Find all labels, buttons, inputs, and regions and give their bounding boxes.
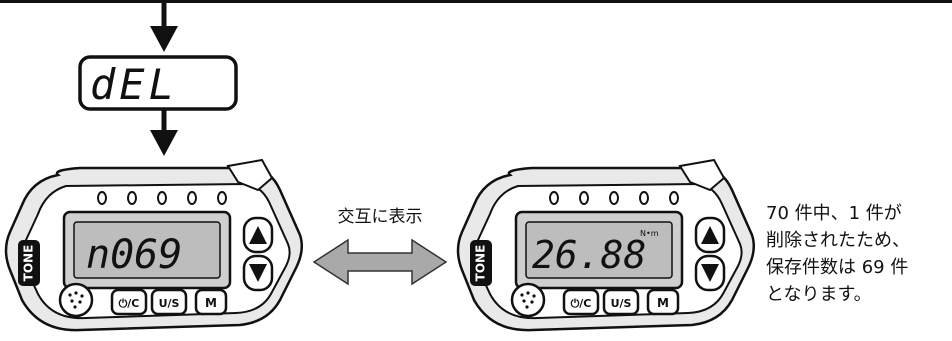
- alternate-display-label: 交互に表示: [338, 207, 423, 227]
- lcd-screen: n069: [62, 210, 232, 290]
- down-button[interactable]: [694, 254, 726, 292]
- double-arrow-icon: [312, 238, 448, 286]
- mode-label: M: [205, 296, 217, 310]
- unit-select-label: U/S: [159, 297, 180, 310]
- flow-arrow-top: [150, 0, 178, 52]
- lcd-readout: 26.88: [532, 233, 646, 277]
- brand-label: TONE: [22, 245, 36, 282]
- del-display-text: dEL: [90, 60, 178, 109]
- triangle-up-icon: [249, 226, 267, 244]
- flow-arrow-middle: [150, 110, 178, 156]
- indicator-leds: [549, 191, 679, 205]
- mode-button[interactable]: M: [194, 288, 228, 316]
- note-line: 70 件中、1 件が: [766, 203, 902, 224]
- up-button[interactable]: [694, 216, 726, 254]
- note-line: 保存件数は 69 件: [766, 257, 909, 278]
- note-line: 削除されたため、: [766, 230, 910, 251]
- explanation-note: 70 件中、1 件が 削除されたため、 保存件数は 69 件 となります。: [766, 200, 952, 308]
- device-right: TONE 26.88 N•m ⏻/C U/: [456, 158, 756, 332]
- down-button[interactable]: [242, 254, 274, 292]
- up-button[interactable]: [242, 216, 274, 254]
- triangle-down-icon: [249, 264, 267, 282]
- note-line: となります。: [766, 284, 872, 305]
- unit-select-button[interactable]: U/S: [602, 288, 640, 316]
- brand-badge: TONE: [18, 240, 40, 286]
- lcd-screen: 26.88 N•m: [514, 210, 684, 290]
- power-clear-label: ⏻/C: [119, 297, 140, 310]
- power-clear-label: ⏻/C: [571, 297, 592, 310]
- speaker-grille: [510, 282, 546, 318]
- device-left: TONE n069 ⏻/C: [4, 158, 304, 332]
- del-display-box: dEL: [78, 55, 238, 111]
- lcd-readout: n069: [86, 232, 182, 278]
- brand-badge: TONE: [470, 240, 492, 286]
- mode-label: M: [657, 296, 669, 310]
- speaker-grille: [58, 282, 94, 318]
- power-clear-button[interactable]: ⏻/C: [110, 288, 148, 316]
- brand-label: TONE: [474, 245, 488, 282]
- lcd-unit: N•m: [640, 229, 659, 238]
- power-clear-button[interactable]: ⏻/C: [562, 288, 600, 316]
- unit-select-label: U/S: [611, 297, 632, 310]
- unit-select-button[interactable]: U/S: [150, 288, 188, 316]
- triangle-up-icon: [701, 226, 719, 244]
- mode-button[interactable]: M: [646, 288, 680, 316]
- triangle-down-icon: [701, 264, 719, 282]
- indicator-leds: [97, 191, 227, 205]
